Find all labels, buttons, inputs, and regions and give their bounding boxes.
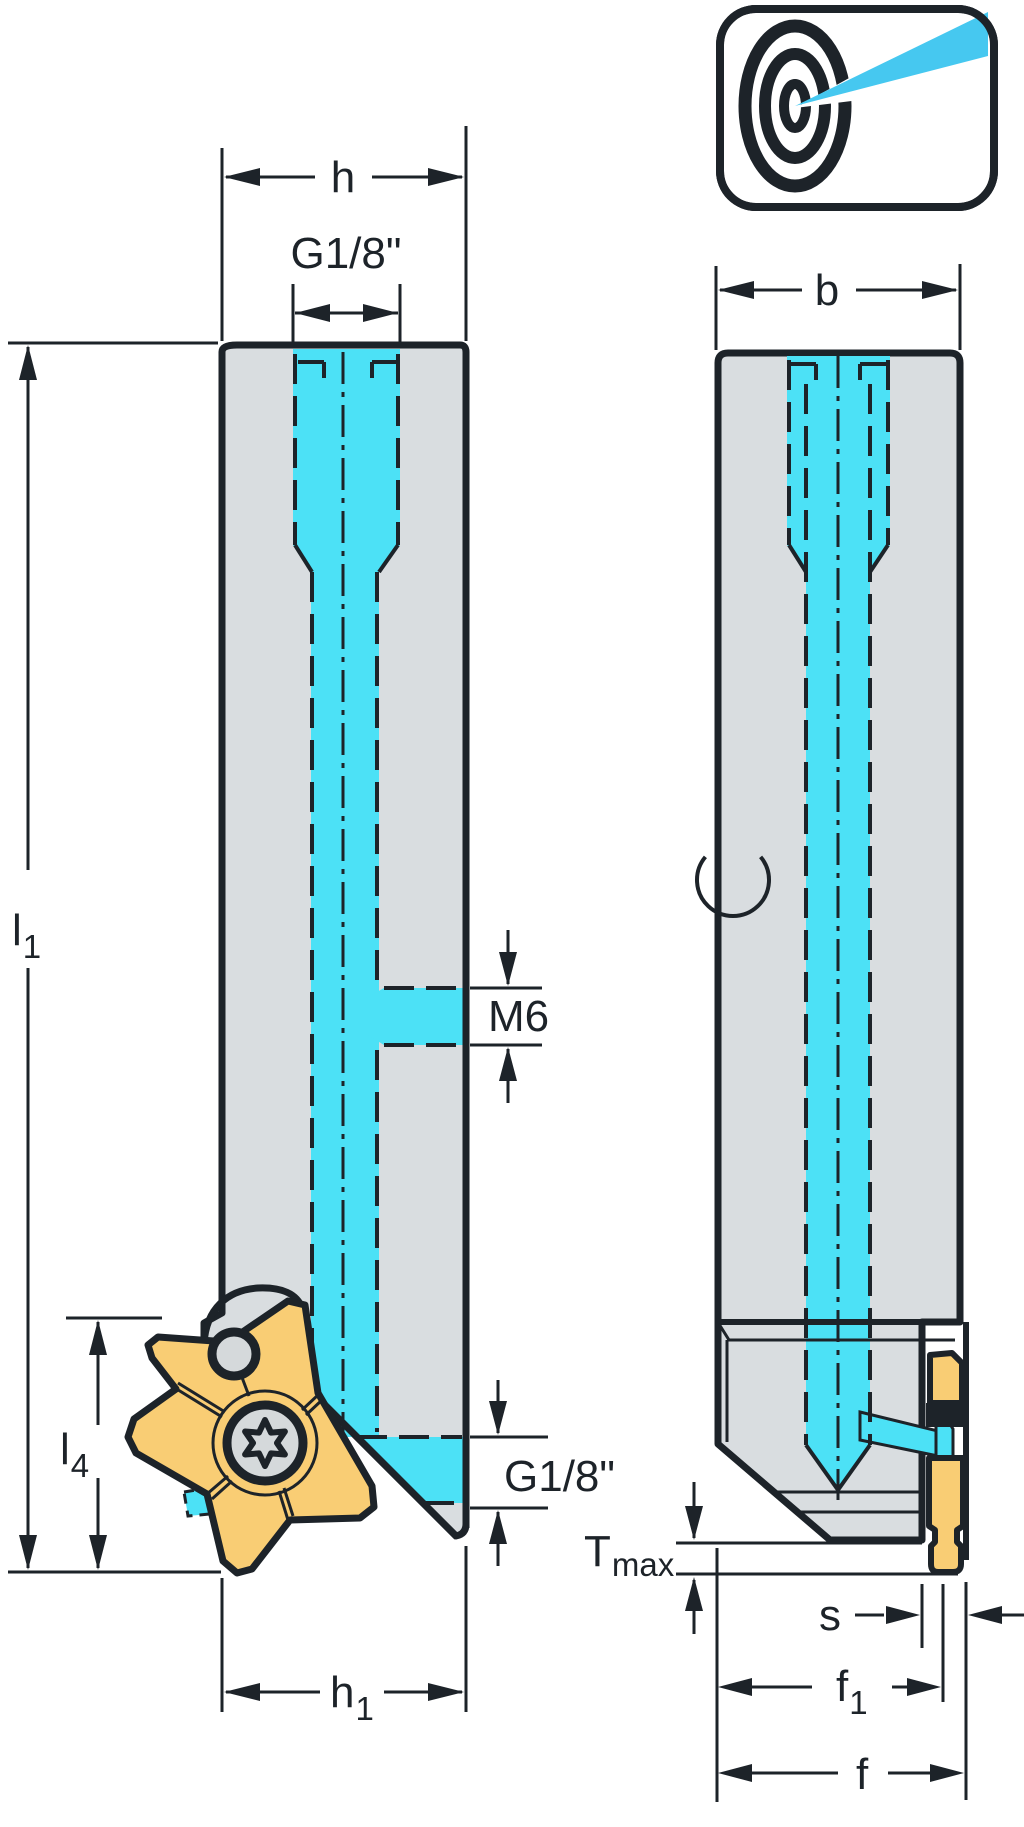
front-edges	[312, 960, 470, 1540]
dim-f: f	[715, 1548, 968, 1802]
dim-s-label: s	[819, 1591, 841, 1640]
dim-h: h	[220, 126, 468, 341]
dimensions: h G1/8" l1 M6	[8, 126, 1024, 1802]
side-insert-main	[926, 1455, 966, 1575]
side-insert-assembly	[926, 1322, 969, 1575]
dim-h1-label: h1	[330, 1668, 374, 1727]
dim-l1-label: l1	[12, 906, 41, 965]
dim-b: b	[714, 264, 962, 350]
dim-g18-bottom-label: G1/8"	[504, 1452, 615, 1501]
side-pocket-jaw	[926, 1403, 966, 1427]
dim-f1-label: f1	[836, 1662, 868, 1721]
dim-m6-label: M6	[488, 992, 549, 1041]
dim-g18-top: G1/8"	[290, 229, 402, 346]
front-bottom-port	[356, 1437, 464, 1503]
dim-g18-top-label: G1/8"	[290, 229, 401, 278]
side-coolant-channel	[787, 356, 890, 1489]
side-thread-marks	[787, 362, 890, 1492]
beam-mask	[795, 0, 990, 108]
side-cross-hole-arc	[695, 855, 771, 918]
precision-coolant-icon	[716, 0, 998, 211]
coolant-beam-icon	[795, 12, 988, 106]
dim-g18-bottom: G1/8"	[470, 1380, 615, 1566]
side-insert-top	[927, 1350, 965, 1406]
dim-f-label: f	[856, 1750, 869, 1799]
insert-clamp-hook	[200, 1284, 306, 1348]
dim-tmax: Tmax	[584, 1482, 958, 1634]
front-m6-port	[359, 988, 464, 1045]
insert-facet-lines	[174, 1334, 324, 1521]
front-view	[124, 341, 470, 1577]
side-view	[695, 349, 969, 1575]
dim-f1: f1	[718, 1584, 945, 1721]
dim-m6: M6	[470, 930, 549, 1103]
dim-l4: l4	[60, 1316, 162, 1570]
front-thread-marks	[293, 360, 400, 574]
front-coolant-channel	[293, 349, 400, 1437]
front-hidden-lines	[293, 354, 462, 1505]
dim-tmax-label: Tmax	[584, 1527, 675, 1583]
side-hidden-lines	[787, 360, 890, 1445]
dim-b-label: b	[815, 266, 839, 315]
dim-l4-label: l4	[60, 1425, 89, 1484]
dim-h1: h1	[220, 1546, 468, 1727]
clamp-pin	[207, 1327, 261, 1381]
dim-h-label: h	[331, 153, 355, 202]
dim-s: s	[819, 1584, 1024, 1648]
side-step-lines	[717, 1319, 958, 1514]
dim-l1: l1	[8, 341, 221, 1574]
torx-icon	[242, 1417, 288, 1469]
insert-screw	[222, 1400, 308, 1486]
